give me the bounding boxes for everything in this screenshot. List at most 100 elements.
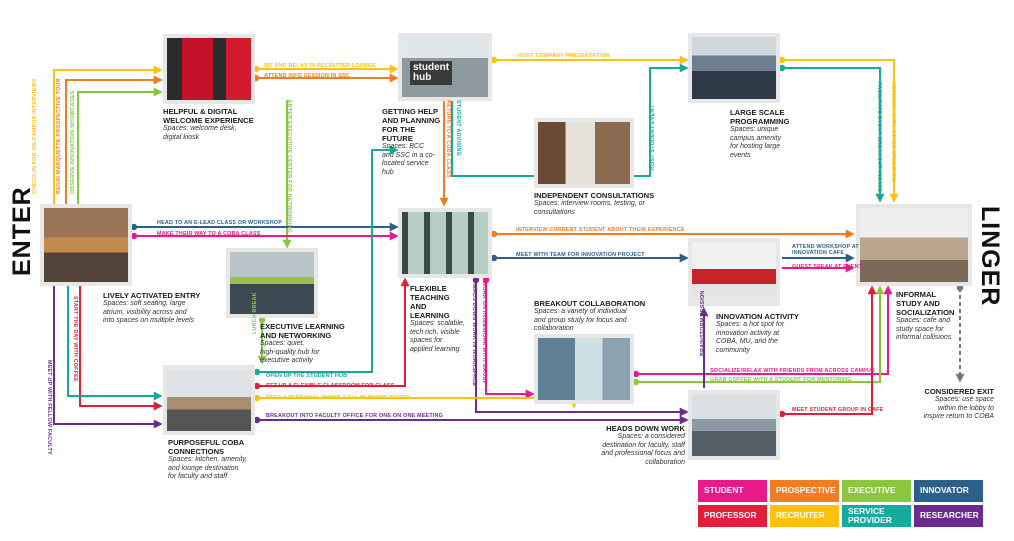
- path-label-attend-info: ATTEND INFO SESSION IN SSC: [264, 73, 350, 79]
- path-label-begin-tour: BEGIN MARQUETTE PROSPECTIVE TOUR: [56, 78, 62, 194]
- path-label-open-hub: OPEN UP THE STUDENT HUB: [266, 373, 348, 379]
- photo-thumbnail-icon: [692, 37, 776, 99]
- path-label-meetup: MEET UP WITH FELLOW FACULTY: [46, 360, 52, 455]
- path-start-day: [79, 286, 163, 411]
- node-subtitle: Spaces: interview rooms, testing, or con…: [534, 200, 645, 216]
- node-title: HELPFUL & DIGITAL WELCOME EXPERIENCE: [163, 107, 254, 125]
- enter-label: ENTER: [8, 186, 36, 276]
- node-title: INFORMAL STUDY AND SOCIALIZATION: [896, 290, 955, 317]
- path-label-student-advising: STUDENT ADVISING: [455, 100, 461, 157]
- path-heads-down: [475, 280, 689, 417]
- node-purposeful: PURPOSEFUL COBA CONNECTIONS Spaces: kitc…: [168, 438, 247, 482]
- path-work-homework: [485, 280, 535, 399]
- path-socialize: [636, 285, 893, 375]
- node-title: EXECUTIVE LEARNING AND NETWORKING: [260, 322, 345, 340]
- photo-thumbnail-icon: [538, 338, 630, 400]
- path-start-dot-interview: [490, 230, 498, 238]
- path-start-dot-work-homework: [482, 276, 490, 284]
- node-independent: INDEPENDENT CONSULTATIONS Spaces: interv…: [534, 191, 654, 217]
- legend-item-professor: PROFESSOR: [698, 505, 767, 527]
- path-label-socialize: SOCIALIZE/RELAX WITH FRIENDS FROM ACROSS…: [710, 368, 875, 374]
- path-label-network: NETWORK WITH OTHER STUDENTS: [890, 82, 896, 182]
- path-start-dot-lunch-break: [258, 316, 266, 324]
- purposeful-photo: [163, 365, 255, 435]
- photo-thumbnail-icon: [538, 122, 630, 184]
- photo-thumbnail-icon: [402, 212, 488, 274]
- legend-item-executive: EXECUTIVE: [842, 480, 911, 502]
- node-large-scale: LARGE SCALE PROGRAMMING Spaces: unique c…: [730, 108, 789, 160]
- path-label-start-day: START THE DAY WITH COFFEE: [72, 296, 78, 382]
- node-title: LIVELY ACTIVATED ENTRY: [103, 291, 201, 300]
- path-begin-tour: [65, 75, 163, 204]
- node-breakout: BREAKOUT COLLABORATION Spaces: a variety…: [534, 299, 645, 334]
- path-start-dot-phone-call: [253, 394, 261, 402]
- node-subtitle: Spaces: kitchen, amenity, and lounge des…: [168, 456, 248, 481]
- path-label-grab-coffee: GRAB COFFEE WITH A STUDENT FOR MENTORING: [710, 377, 852, 383]
- node-exec-learning: EXECUTIVE LEARNING AND NETWORKING Spaces…: [260, 322, 345, 366]
- path-label-checkin: CHECK-IN FOR ON-CAMPUS INTERVIEWS: [32, 78, 38, 194]
- node-subtitle: Spaces: BCC and SSC in a co- located ser…: [382, 143, 435, 176]
- photo-thumbnail-icon: [167, 369, 251, 431]
- path-label-interview: INTERVIEW CURRENT STUDENT ABOUT THEIR EX…: [516, 227, 685, 233]
- node-subtitle: Spaces: a hot spot for innovation activi…: [716, 321, 785, 354]
- path-checkin: [53, 65, 163, 204]
- path-label-meet-group: MEET STUDENT GROUP IN CAFE: [792, 407, 884, 413]
- node-considered-exit: CONSIDERED EXIT Spaces: use space within…: [902, 387, 994, 422]
- path-label-host-event: HOST STUDENT EVENT: [650, 105, 656, 170]
- path-start-dot-network: [778, 56, 786, 64]
- node-getting-help: GETTING HELP AND PLANNING FOR THE FUTURE…: [382, 107, 440, 177]
- node-title: FLEXIBLE TEACHING AND LEARNING: [410, 284, 450, 320]
- path-label-host-company: HOST COMPANY PRESENTATION: [518, 53, 610, 59]
- path-label-lunch-break: LUNCH BREAK: [252, 292, 258, 334]
- node-title: HEADS DOWN WORK: [606, 424, 685, 433]
- path-label-head-class: HEAD TO AN E-LEAD CLASS OR WORKSHOP: [157, 220, 282, 226]
- welcome-photo: [163, 34, 255, 104]
- path-start-dot-host-company: [490, 56, 498, 64]
- node-informal: INFORMAL STUDY AND SOCIALIZATION Spaces:…: [896, 290, 955, 343]
- path-label-guest-speak: GUEST SPEAK AT EVENT: [792, 264, 863, 270]
- node-flexible: FLEXIBLE TEACHING AND LEARNING Spaces: s…: [410, 284, 465, 354]
- path-label-brainstorm: BRAINSTORM SESSION: [700, 290, 706, 357]
- node-title: GETTING HELP AND PLANNING FOR THE FUTURE: [382, 107, 441, 143]
- path-label-sit-relax: SIT AND RELAX IN RECRUITER LOUNGE: [264, 63, 377, 69]
- path-open-hub: [257, 145, 399, 373]
- large-scale-photo: [688, 33, 780, 103]
- path-start-dot-considered-exit: [956, 284, 964, 292]
- photo-thumbnail-icon: student hub: [402, 37, 488, 97]
- path-label-flex-classroom: SET UP A FLEXIBLE CLASSROOM FOR CLASS: [266, 383, 395, 389]
- path-label-work-homework: WORK ON HOMEWORK WITH GROUP: [481, 281, 487, 385]
- legend-item-recruiter: RECRUITER: [770, 505, 839, 527]
- exec-learning-photo: [226, 248, 318, 318]
- path-label-attend-workshop: ATTEND WORKSHOP AT INNOVATION CAFE: [792, 244, 859, 256]
- node-title: BREAKOUT COLLABORATION: [534, 299, 646, 308]
- photo-thumbnail-icon: [860, 208, 968, 282]
- photo-thumbnail-icon: [230, 252, 314, 314]
- path-label-return-coba: RETURN TO A COBA CLASS: [445, 100, 451, 178]
- innovation-photo: [688, 238, 780, 306]
- path-meet-group: [782, 285, 877, 415]
- node-title: INDEPENDENT CONSULTATIONS: [534, 191, 655, 200]
- node-title: CONSIDERED EXIT: [924, 387, 994, 396]
- node-subtitle: Spaces: unique campus amenity for hostin…: [730, 126, 781, 159]
- node-subtitle: Spaces: quiet, high-quality hub for exec…: [260, 340, 320, 365]
- node-title: PURPOSEFUL COBA CONNECTIONS: [168, 438, 245, 456]
- node-subtitle: Spaces: a considered destination for fac…: [601, 433, 685, 466]
- photo-thumbnail-icon: [167, 38, 251, 100]
- path-start-dot-socialize: [632, 370, 640, 378]
- path-start-dot-head-class: [130, 223, 138, 231]
- path-host-event: [451, 63, 689, 177]
- legend-item-student: STUDENT: [698, 480, 767, 502]
- node-subtitle: Spaces: cafe and study space for informa…: [896, 317, 952, 342]
- path-start-dot-facilitate: [778, 64, 786, 72]
- path-start-dot-open-hub: [253, 368, 261, 376]
- informal-photo: [856, 204, 972, 286]
- node-subtitle: Spaces: welcome desk, digital kiosk: [163, 125, 237, 141]
- student-hub-photo: student hub: [398, 33, 492, 101]
- path-grab-coffee: [636, 285, 885, 383]
- linger-label: LINGER: [976, 206, 1004, 307]
- path-flex-classroom: [257, 277, 410, 387]
- path-meetup: [53, 286, 163, 429]
- node-subtitle: Spaces: scalable, tech rich, visible spa…: [410, 320, 465, 353]
- student-hub-sign: student hub: [410, 61, 453, 85]
